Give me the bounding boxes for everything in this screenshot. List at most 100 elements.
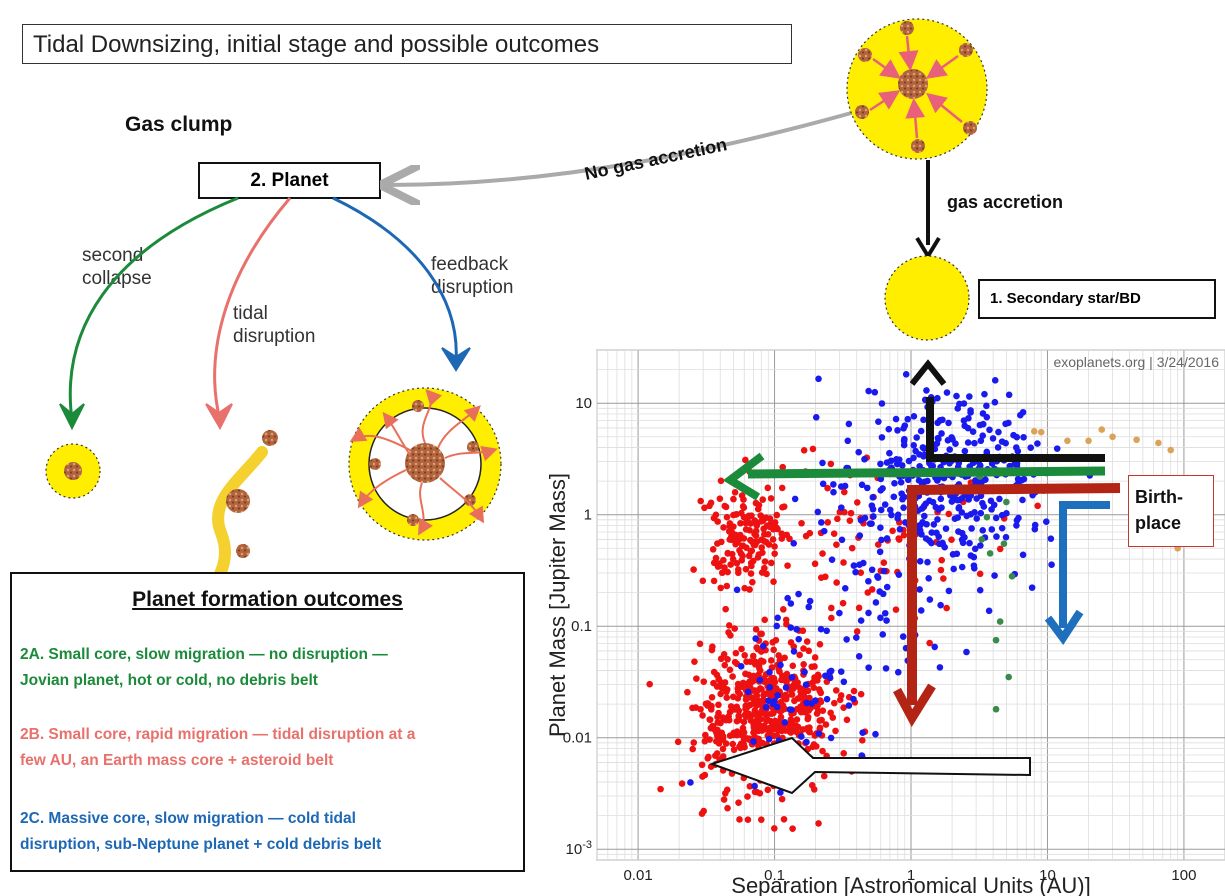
blue-point <box>787 624 795 631</box>
red-point <box>701 504 708 512</box>
red-point <box>1034 502 1041 510</box>
red-point <box>698 761 706 769</box>
blue-point <box>915 524 923 531</box>
blue-point <box>881 609 889 617</box>
blue-point <box>1034 440 1041 447</box>
blue-point <box>1019 551 1027 559</box>
chart-grid <box>596 349 1225 861</box>
red-point <box>797 688 804 695</box>
y-tick-label: 1 <box>584 507 592 524</box>
red-point <box>744 793 751 800</box>
second-collapse-arrow <box>68 196 239 421</box>
outcome-2a-text: 2A. Small core, slow migration — no disr… <box>20 642 520 694</box>
red-point <box>739 542 747 549</box>
blue-point <box>901 435 908 443</box>
red-point <box>723 786 731 794</box>
blue-point <box>876 548 884 556</box>
red-point <box>782 616 790 624</box>
red-point <box>747 548 755 555</box>
red-point <box>720 524 727 531</box>
red-point <box>761 558 769 565</box>
blue-point <box>915 477 923 484</box>
red-point <box>943 604 950 612</box>
blue-point <box>1014 447 1022 455</box>
blue-point <box>933 529 940 537</box>
blue-point <box>744 688 752 696</box>
blue-point <box>905 457 913 465</box>
migration-arrows <box>708 359 1121 795</box>
blue-point <box>910 442 918 449</box>
red-point <box>708 694 716 701</box>
blue-point <box>858 481 866 489</box>
red-point <box>832 687 840 694</box>
blue-point <box>865 577 872 585</box>
blue-point <box>883 535 891 542</box>
red-point <box>791 723 798 731</box>
blue-point <box>855 653 863 660</box>
red-point <box>775 652 782 659</box>
green-point <box>992 636 1000 644</box>
red-point <box>762 514 770 522</box>
red-point <box>802 532 810 540</box>
blue-point <box>826 668 834 676</box>
blue-point <box>1013 517 1021 524</box>
blue-point <box>836 609 843 617</box>
red-point <box>723 513 731 521</box>
red-point <box>709 546 717 553</box>
red-point <box>724 549 732 557</box>
blue-point <box>994 444 1002 451</box>
red-point <box>747 701 754 709</box>
red-point <box>926 639 933 647</box>
red-point <box>718 569 726 577</box>
blue-point <box>979 432 987 439</box>
blue-point <box>865 609 872 617</box>
blue-point <box>883 583 891 591</box>
x-tick-label: 100 <box>1171 867 1196 884</box>
blue-point <box>881 501 889 508</box>
red-point <box>724 804 731 812</box>
blue-point <box>925 575 932 582</box>
blue-point <box>869 494 877 501</box>
red-point <box>751 661 759 668</box>
green-point <box>1000 540 1008 547</box>
red-point <box>996 545 1004 553</box>
feedback-disruption-arrow <box>332 196 458 363</box>
blue-point <box>967 409 974 416</box>
blue-point <box>977 437 985 445</box>
blue-point <box>923 387 930 394</box>
red-point <box>846 517 854 524</box>
red-point <box>705 753 712 761</box>
blue-point <box>892 415 900 423</box>
red-point <box>751 517 759 524</box>
red-point <box>800 645 807 652</box>
red-point <box>832 727 839 735</box>
blue-point <box>979 420 987 428</box>
blue-point <box>888 511 895 519</box>
collapsing-clump <box>846 18 988 160</box>
red-point <box>767 559 775 567</box>
red-point <box>819 707 827 714</box>
blue-point <box>917 607 925 614</box>
outcome-2a-line-1: 2A. Small core, slow migration — no disr… <box>20 646 388 663</box>
red-point <box>770 646 777 654</box>
red-point <box>720 556 727 564</box>
blue-point <box>900 504 907 511</box>
green-point <box>986 550 994 557</box>
red-point <box>734 538 741 546</box>
red-point <box>857 690 865 698</box>
blue-point <box>900 441 908 449</box>
blue-point <box>878 434 886 441</box>
y-tick-label: 10 <box>575 395 592 412</box>
red-point <box>742 456 749 464</box>
blue-point <box>877 506 885 514</box>
red-point <box>717 655 725 663</box>
outcomes-panel: Planet formation outcomes 2A. Small core… <box>10 572 525 872</box>
blue-point <box>795 590 802 598</box>
outcome-2c-planet <box>348 387 502 541</box>
x-axis-label: Separation [Astronomical Units (AU)] <box>731 873 1090 896</box>
red-point <box>719 753 727 760</box>
blue-point <box>765 735 773 743</box>
red-point <box>734 680 742 688</box>
red-point <box>747 717 755 724</box>
red-point <box>727 561 734 568</box>
